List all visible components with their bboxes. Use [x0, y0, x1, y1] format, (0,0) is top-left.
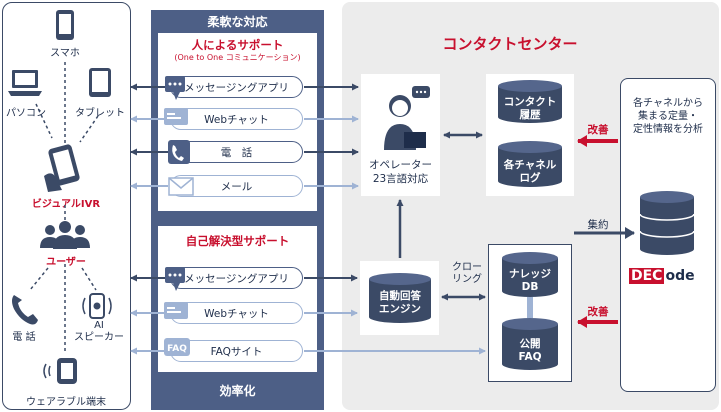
channel-faq-site: FAQサイト: [170, 340, 303, 362]
pc-label: パソコン: [6, 108, 46, 119]
decode-database-icon: [639, 191, 695, 255]
knowledge-to-faq-link: [527, 297, 533, 318]
ai-speaker-icon: [82, 293, 112, 319]
visual-ivr-label: ビジュアルIVR: [31, 199, 101, 210]
contact-center-title: コンタクトセンター: [442, 35, 578, 53]
envelope-icon: [168, 177, 194, 196]
channel-log-db: [498, 141, 562, 187]
auto-answer-engine-db: [369, 273, 431, 323]
self-service-title: 自己解決型サポート: [185, 234, 290, 248]
flexible-response-banner: 柔軟な対応: [207, 15, 268, 29]
webchat-icon: [164, 108, 188, 125]
improve-label-bottom: 改善: [587, 306, 609, 318]
users-icon: [40, 221, 90, 249]
webchat-icon: [164, 302, 188, 319]
tablet-icon: [89, 68, 111, 97]
chat-bubble-icon: [165, 76, 185, 100]
pc-icon: [8, 70, 42, 96]
channel-email: メール: [170, 175, 303, 197]
smartphone-label: スマホ: [50, 48, 80, 59]
contact-history-db: [498, 80, 562, 123]
wearable-label: ウェアラブル端末: [26, 397, 106, 408]
channel-messaging-app-human: メッセージングアプリ: [170, 76, 303, 98]
aggregate-label: 集約: [587, 219, 609, 231]
phone-label: 電 話: [12, 332, 36, 343]
operator-icon: [384, 86, 430, 150]
improve-label-top: 改善: [587, 124, 609, 136]
channel-log-label: 各チャネルログ: [503, 159, 557, 184]
visual-ivr-icon: [44, 144, 80, 192]
phone-icon: [12, 295, 38, 325]
contact-history-label: コンタクト履歴: [503, 96, 557, 121]
wearable-icon: [43, 358, 77, 384]
public-faq-db: [502, 318, 558, 370]
phone-handset-icon: [168, 140, 190, 164]
channel-phone: 電 話: [170, 141, 303, 163]
users-label: ユーザー: [46, 257, 86, 268]
faq-icon: FAQ: [164, 338, 190, 356]
auto-answer-engine-label: 自動回答エンジン: [379, 290, 421, 315]
svg-text:FAQ: FAQ: [167, 344, 187, 354]
crawling-label: クローリング: [452, 262, 482, 285]
human-support-subtitle: (One to One コミュニケーション): [174, 53, 301, 62]
efficiency-banner: 効率化: [219, 384, 256, 398]
tablet-label: タブレット: [75, 108, 125, 119]
analysis-description: 各チャネルから集まる定量・定性情報を分析: [633, 98, 703, 135]
smartphone-icon: [56, 10, 74, 40]
chat-bubble-icon: [165, 267, 185, 291]
channel-webchat-human: Webチャット: [170, 108, 303, 130]
human-support-title: 人によるサポート: [191, 38, 284, 52]
knowledge-db: [502, 252, 558, 297]
